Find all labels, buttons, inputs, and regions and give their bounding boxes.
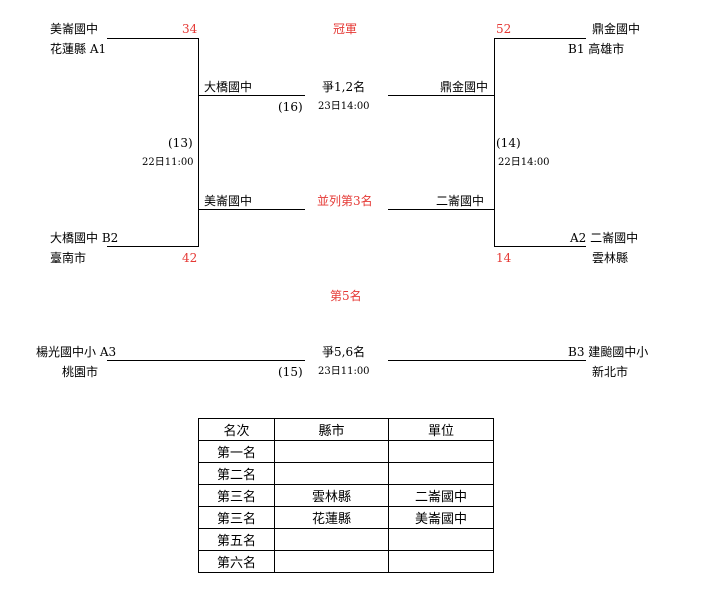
table-cell-county — [274, 462, 389, 485]
table-cell-unit — [388, 550, 494, 573]
bracket-line-left-loser — [198, 209, 305, 210]
fifth-game: (15) — [278, 365, 303, 379]
bracket-line-left-winner — [198, 95, 305, 96]
table-cell-rank: 第二名 — [198, 462, 275, 485]
table-row: 第一名 — [198, 440, 494, 463]
left-top-county-slot: 花蓮縣 A1 — [50, 42, 107, 56]
bracket-line-right-loser — [388, 209, 495, 210]
bracket-line-left-vertical — [198, 38, 199, 247]
bracket-line-fifth-left — [107, 360, 305, 361]
right-bottom-score: 14 — [496, 251, 512, 265]
semi-right-loser: 二崙國中 — [436, 194, 485, 208]
table-cell-county — [274, 528, 389, 551]
fifth-left-county: 桃園市 — [62, 365, 99, 379]
table-cell-rank: 第一名 — [198, 440, 275, 463]
semi-left-loser: 美崙國中 — [204, 194, 253, 208]
semi-right-game: (14) — [496, 136, 521, 150]
table-cell-county — [274, 440, 389, 463]
left-top-score: 34 — [182, 22, 198, 36]
table-cell-unit: 美崙國中 — [388, 506, 494, 529]
table-cell-unit — [388, 440, 494, 463]
left-bottom-score: 42 — [182, 251, 198, 265]
final-game: (16) — [278, 100, 303, 114]
fifth-left-school-slot: 楊光國中小 A3 — [36, 345, 117, 359]
bracket-line-right-top — [494, 38, 586, 39]
semi-right-time: 22日14:00 — [498, 157, 550, 168]
right-top-school: 鼎金國中 — [592, 22, 641, 36]
right-bottom-school-slot: A2 二崙國中 — [570, 231, 639, 245]
fifth-place-title: 第5名 — [330, 289, 362, 303]
table-cell-unit — [388, 528, 494, 551]
table-cell-county — [274, 550, 389, 573]
table-header-unit: 單位 — [388, 418, 494, 441]
table-row: 第二名 — [198, 462, 494, 485]
bracket-line-right-vertical — [494, 38, 495, 247]
table-cell-county: 雲林縣 — [274, 484, 389, 507]
final-label: 爭1,2名 — [322, 80, 366, 94]
ranking-table: 名次 縣市 單位 第一名 第二名 第三名 雲林縣 二崙國中 第三名 花蓮縣 美崙… — [198, 418, 494, 573]
bracket-line-right-winner — [388, 95, 495, 96]
table-header-rank: 名次 — [198, 418, 275, 441]
table-row: 第六名 — [198, 550, 494, 573]
table-row: 第三名 花蓮縣 美崙國中 — [198, 506, 494, 529]
semi-left-time: 22日11:00 — [142, 157, 194, 168]
bracket-line-right-bottom — [494, 246, 586, 247]
semi-left-winner: 大橋國中 — [204, 80, 253, 94]
right-bottom-county: 雲林縣 — [592, 251, 629, 265]
right-top-county-slot: B1 高雄市 — [568, 42, 625, 56]
left-bottom-school-slot: 大橋國中 B2 — [50, 231, 119, 245]
table-cell-rank: 第六名 — [198, 550, 275, 573]
semi-right-winner: 鼎金國中 — [440, 80, 489, 94]
bracket-line-left-bottom — [107, 246, 199, 247]
table-cell-rank: 第三名 — [198, 484, 275, 507]
fifth-time: 23日11:00 — [318, 366, 370, 377]
third-place-label: 並列第3名 — [317, 194, 373, 208]
fifth-right-county: 新北市 — [592, 365, 629, 379]
left-bottom-county: 臺南市 — [50, 251, 87, 265]
table-cell-rank: 第五名 — [198, 528, 275, 551]
table-header-row: 名次 縣市 單位 — [198, 418, 494, 441]
table-header-county: 縣市 — [274, 418, 389, 441]
bracket-line-left-top — [107, 38, 199, 39]
table-cell-rank: 第三名 — [198, 506, 275, 529]
table-cell-unit: 二崙國中 — [388, 484, 494, 507]
right-top-score: 52 — [496, 22, 512, 36]
left-top-school: 美崙國中 — [50, 22, 99, 36]
table-cell-county: 花蓮縣 — [274, 506, 389, 529]
fifth-right-school-slot: B3 建颱國中小 — [568, 345, 649, 359]
fifth-label: 爭5,6名 — [322, 345, 366, 359]
table-row: 第三名 雲林縣 二崙國中 — [198, 484, 494, 507]
table-cell-unit — [388, 462, 494, 485]
champion-title: 冠軍 — [333, 22, 358, 36]
semi-left-game: (13) — [168, 136, 193, 150]
bracket-line-fifth-right — [388, 360, 586, 361]
final-time: 23日14:00 — [318, 101, 370, 112]
table-row: 第五名 — [198, 528, 494, 551]
